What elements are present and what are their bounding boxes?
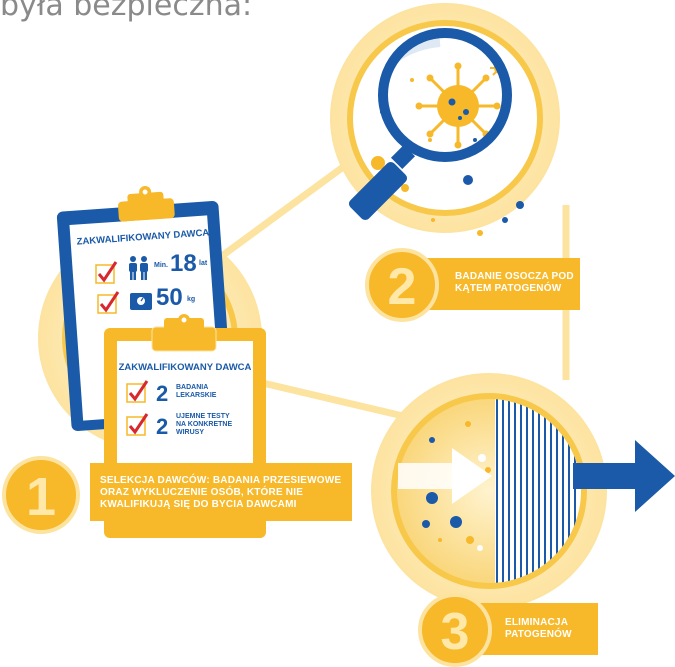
intro-text: była bezpieczna: <box>0 0 253 23</box>
step2-description: BADANIE OSOCZA POD KĄTEM PATOGENÓW <box>455 271 574 294</box>
age-value: 18 <box>170 250 197 277</box>
age-min-label: Min. <box>154 262 168 269</box>
step2-badge: 2 <box>365 248 439 322</box>
virus-icon <box>415 62 501 149</box>
checkmark-icon <box>95 261 118 284</box>
filter-particles <box>422 421 491 551</box>
tests-label: UJEMNE TESTY NA KONKRETNE WIRUSY <box>176 413 233 436</box>
weight-unit: kg <box>187 296 196 303</box>
clipboard-front-title: ZAKWALIFIKOWANY DAWCA <box>118 362 252 373</box>
magnifier-icon <box>348 28 512 221</box>
step2-number: 2 <box>387 258 417 316</box>
age-unit: lat <box>199 260 208 267</box>
tests-count: 2 <box>156 414 169 439</box>
step3-description: ELIMINACJA PATOGENÓW <box>505 617 572 640</box>
checkmark-icon <box>126 380 149 403</box>
arrow-right-icon <box>573 440 675 512</box>
exams-count: 2 <box>156 381 169 406</box>
arrow-right-icon <box>398 448 492 504</box>
step3-number: 3 <box>440 603 470 661</box>
scale-icon <box>130 293 152 310</box>
checkmark-icon <box>126 413 149 436</box>
step1-number: 1 <box>25 467 57 527</box>
weight-value: 50 <box>156 284 183 311</box>
checkmark-icon <box>97 291 120 314</box>
exams-label: BADANIA LEKARSKIE <box>176 384 217 399</box>
step1-description: SELEKCJA DAWCÓW: BADANIA PRZESIEWOWE ORA… <box>100 475 342 510</box>
step3-badge: 3 <box>418 593 492 667</box>
people-icon <box>129 256 148 280</box>
step1-badge: 1 <box>2 456 80 534</box>
step1-banner-bg <box>90 463 352 521</box>
